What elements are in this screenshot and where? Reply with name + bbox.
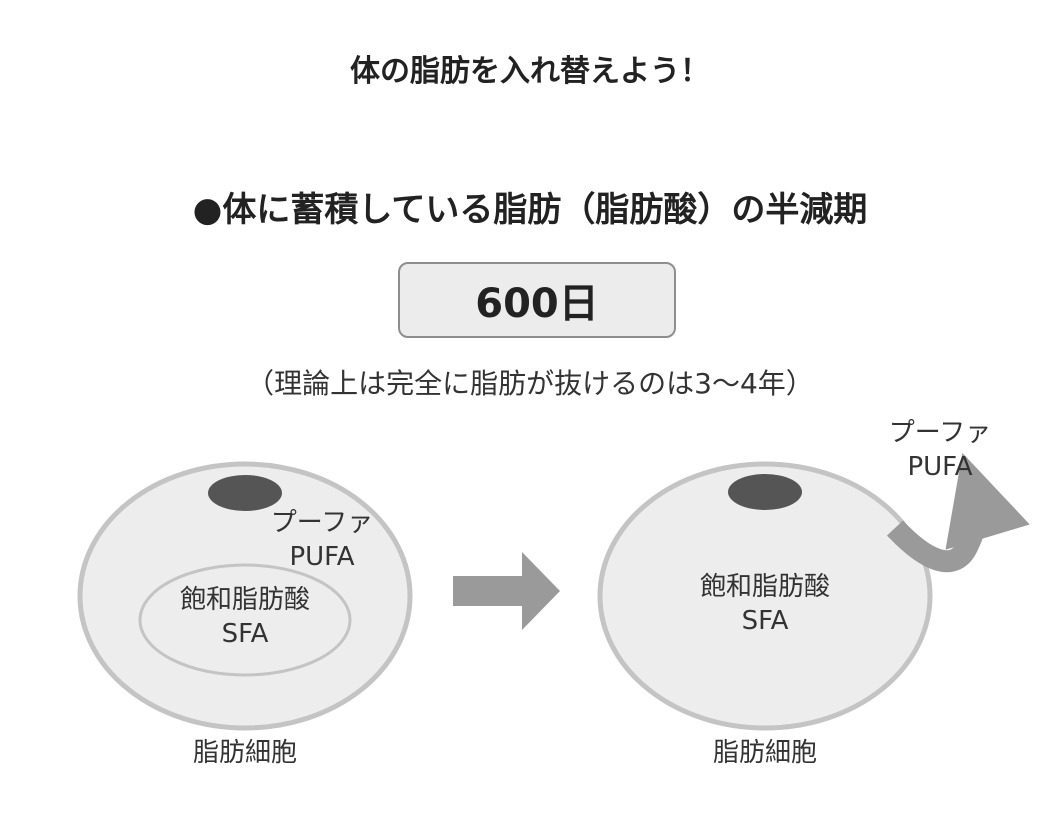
right-cell-caption: 脂肪細胞 — [712, 738, 817, 768]
left-sfa-label: 飽和脂肪酸 SFA — [165, 583, 325, 651]
half-life-box: 600日 — [398, 262, 676, 338]
right-pufa-en: PUFA — [907, 452, 973, 482]
pufa-exit-arrow — [886, 452, 1030, 573]
left-pufa-en: PUFA — [289, 542, 355, 572]
right-sfa-en: SFA — [741, 606, 789, 636]
right-sfa-jp: 飽和脂肪酸 — [699, 572, 830, 602]
right-pufa-jp: プーファ — [888, 418, 992, 448]
left-nucleus — [208, 475, 282, 511]
right-sfa-label: 飽和脂肪酸 SFA — [685, 570, 845, 638]
right-pufa-label: プーファ PUFA — [880, 416, 1000, 484]
left-sfa-en: SFA — [221, 619, 269, 649]
section-heading: ●体に蓄積している脂肪（脂肪酸）の半減期 — [192, 190, 868, 230]
left-pufa-jp: プーファ — [270, 508, 374, 538]
page-title: 体の脂肪を入れ替えよう！ — [350, 54, 710, 89]
half-life-value: 600日 — [475, 281, 599, 327]
left-sfa-jp: 飽和脂肪酸 — [179, 585, 310, 615]
transition-arrow — [453, 552, 560, 630]
right-fat-cell — [597, 461, 933, 731]
right-nucleus — [728, 474, 802, 510]
left-sfa-region — [138, 563, 352, 677]
left-cell-caption: 脂肪細胞 — [192, 738, 297, 768]
note-text: （理論上は完全に脂肪が抜けるのは3〜4年） — [246, 367, 814, 400]
left-pufa-label: プーファ PUFA — [262, 506, 382, 574]
